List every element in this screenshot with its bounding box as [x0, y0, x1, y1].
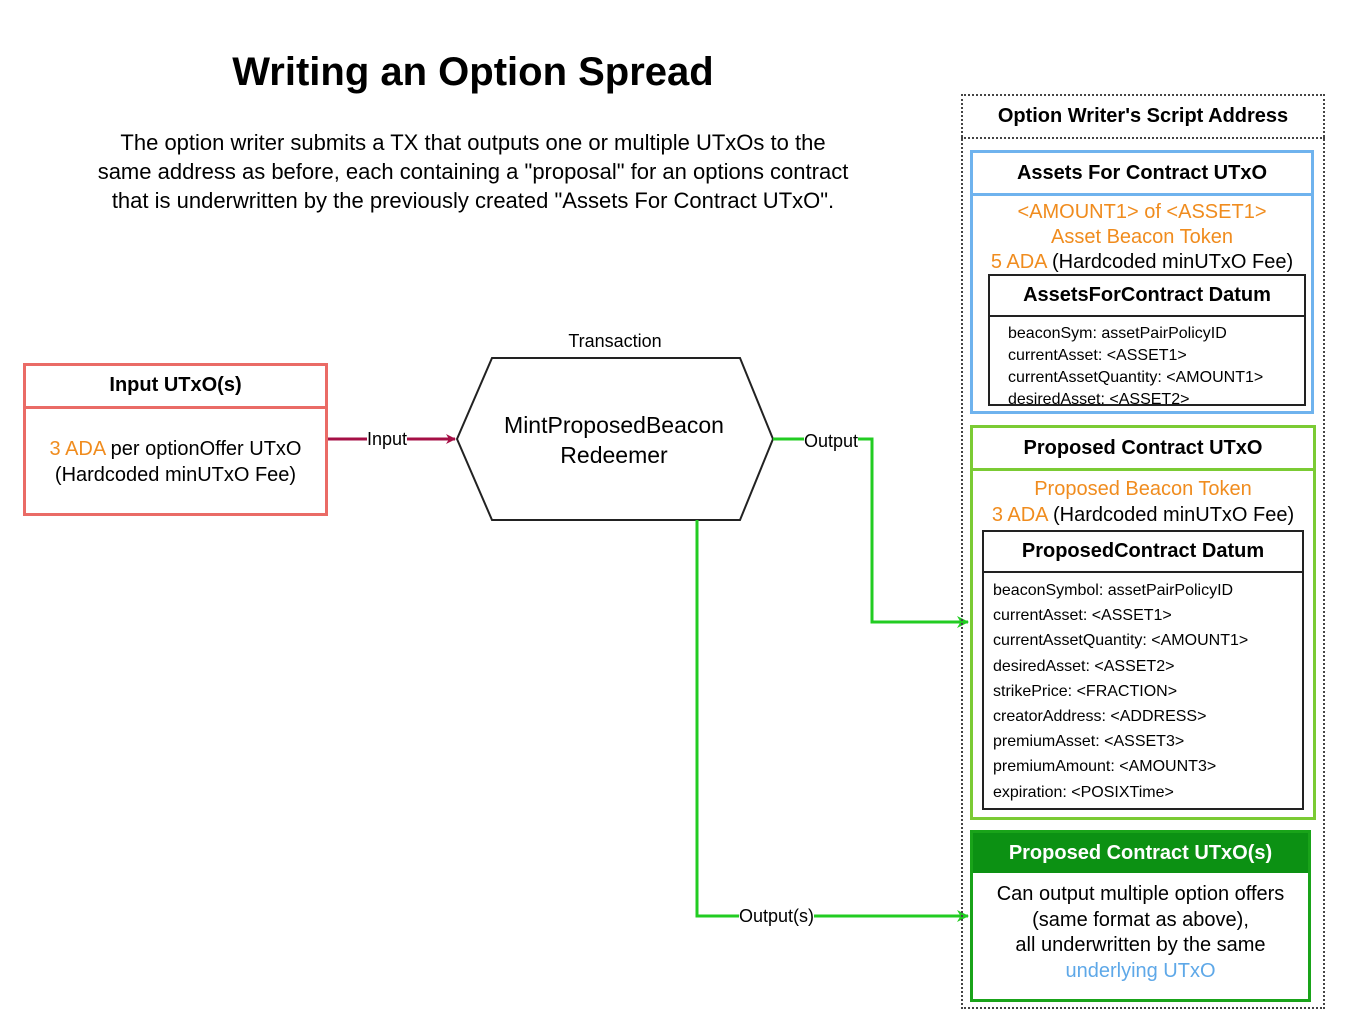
- assets-utxo-box: Assets For Contract UTxO <AMOUNT1> of <A…: [970, 150, 1314, 414]
- input-utxo-box: Input UTxO(s) 3 ADA per optionOffer UTxO…: [23, 363, 328, 516]
- transaction-redeemer: MintProposedBeacon Redeemer: [470, 410, 758, 470]
- datum-field: premiumAsset: <ASSET3>: [993, 733, 1185, 751]
- assets-ada: 5 ADA: [990, 251, 1047, 273]
- offers-line: Can output multiple option offers: [996, 883, 1285, 905]
- proposed-datum-box: ProposedContract Datum beaconSymbol: ass…: [982, 530, 1304, 810]
- proposed-datum-title: ProposedContract Datum: [984, 532, 1302, 573]
- datum-field: strikePrice: <FRACTION>: [993, 682, 1178, 700]
- datum-field: currentAssetQuantity: <AMOUNT1>: [993, 632, 1249, 650]
- assets-ada-rest: (Hardcoded minUTxO Fee): [1046, 251, 1294, 273]
- assets-datum-box: AssetsForContract Datum beaconSym: asset…: [988, 274, 1306, 408]
- proposed-beacon-token: Proposed Beacon Token: [1034, 478, 1252, 500]
- datum-field: desiredAsset: <ASSET2>: [1008, 391, 1190, 408]
- assets-utxo-contents: <AMOUNT1> of <ASSET1> Asset Beacon Token…: [973, 196, 1311, 275]
- description: The option writer submits a TX that outp…: [40, 128, 906, 215]
- assets-amount: <AMOUNT1> of <ASSET1>: [1017, 201, 1267, 223]
- script-address-container: [961, 94, 1325, 1009]
- output-arrow: [773, 437, 969, 628]
- redeemer-line2: Redeemer: [560, 442, 668, 468]
- transaction-hexagon: [455, 357, 775, 521]
- description-line: The option writer submits a TX that outp…: [120, 130, 826, 155]
- input-line2: (Hardcoded minUTxO Fee): [54, 464, 297, 486]
- output-connector-label: Output: [804, 431, 859, 451]
- input-utxo-title: Input UTxO(s): [26, 366, 325, 409]
- datum-field: desiredAsset: <ASSET2>: [993, 657, 1175, 675]
- datum-field: currentAsset: <ASSET1>: [993, 607, 1172, 625]
- proposed-datum-fields: beaconSymbol: assetPairPolicyID currentA…: [984, 573, 1302, 805]
- script-address-title: Option Writer's Script Address: [961, 94, 1325, 139]
- datum-field: beaconSymbol: assetPairPolicyID: [993, 582, 1234, 599]
- proposed-utxo-contents: Proposed Beacon Token 3 ADA (Hardcoded m…: [973, 471, 1313, 528]
- description-line: that is underwritten by the previously c…: [111, 188, 835, 213]
- transaction-label: Transaction: [568, 331, 662, 351]
- proposed-utxo-box: Proposed Contract UTxO Proposed Beacon T…: [970, 425, 1316, 820]
- datum-field: creatorAddress: <ADDRESS>: [993, 708, 1207, 726]
- outputs-arrow: [695, 520, 969, 922]
- page-title: Writing an Option Spread: [232, 50, 714, 94]
- underlying-utxo-text: underlying UTxO: [1065, 959, 1216, 982]
- input-connector-label: Input: [367, 429, 408, 449]
- proposed-utxo-title: Proposed Contract UTxO: [973, 428, 1313, 471]
- outputs-connector-label: Output(s): [739, 906, 815, 926]
- proposed-offers-title: Proposed Contract UTxO(s): [973, 833, 1308, 873]
- datum-field: premiumAmount: <AMOUNT3>: [993, 758, 1217, 776]
- proposed-ada-rest: (Hardcoded minUTxO Fee): [1047, 504, 1295, 526]
- assets-datum-fields: beaconSym: assetPairPolicyID currentAsse…: [990, 317, 1304, 411]
- datum-field: expiration: <POSIXTime>: [993, 783, 1174, 801]
- description-line: same address as before, each containing …: [97, 159, 849, 184]
- datum-field: currentAsset: <ASSET1>: [1008, 347, 1187, 364]
- offers-line: all underwritten by the same: [1015, 934, 1266, 956]
- proposed-offers-box: Proposed Contract UTxO(s) Can output mul…: [970, 830, 1311, 1002]
- proposed-offers-contents: Can output multiple option offers (same …: [973, 873, 1308, 984]
- assets-datum-title: AssetsForContract Datum: [990, 276, 1304, 317]
- input-utxo-body: 3 ADA per optionOffer UTxO (Hardcoded mi…: [26, 409, 325, 488]
- input-line1: per optionOffer UTxO: [105, 438, 302, 460]
- asset-beacon-token: Asset Beacon Token: [1051, 226, 1233, 248]
- input-ada-amount: 3 ADA: [49, 438, 106, 460]
- offers-line: (same format as above),: [1032, 908, 1249, 931]
- datum-field: beaconSym: assetPairPolicyID: [1008, 325, 1227, 342]
- redeemer-line1: MintProposedBeacon: [504, 412, 724, 438]
- datum-field: currentAssetQuantity: <AMOUNT1>: [1008, 369, 1264, 386]
- assets-utxo-title: Assets For Contract UTxO: [973, 153, 1311, 196]
- proposed-ada: 3 ADA: [991, 504, 1048, 526]
